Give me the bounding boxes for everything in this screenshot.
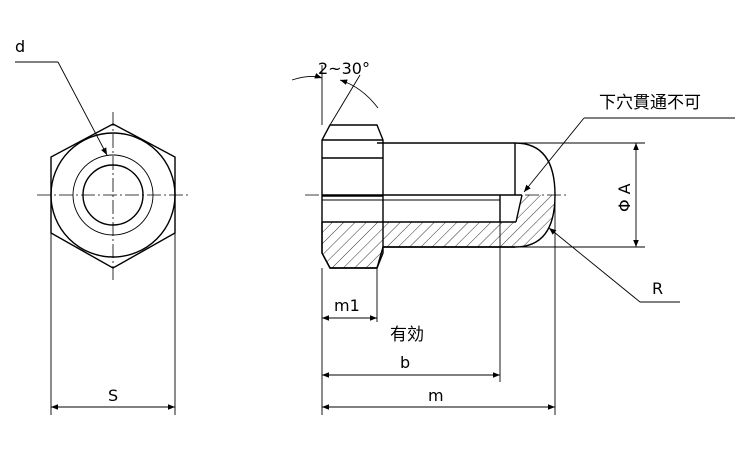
effective-label: 有効 [390, 325, 424, 345]
r-label: R [652, 279, 663, 298]
r-leader: R [548, 227, 680, 303]
phi-a-label: Φ A [615, 183, 634, 212]
angle-annotation: 2~30° [291, 59, 379, 126]
angle-label: 2~30° [318, 59, 370, 78]
b-label: b [400, 353, 410, 372]
front-view [37, 112, 189, 280]
no-through-note: 下穴貫通不可 [523, 93, 735, 193]
section-hatch [322, 195, 555, 268]
d-leader: d [15, 37, 108, 156]
d-label: d [15, 37, 25, 56]
b-dimension: 有効 b [322, 222, 501, 382]
m-label: m [428, 386, 444, 405]
phi-a-dimension: Φ A [515, 142, 645, 248]
s-label: S [108, 386, 118, 405]
m1-label: m1 [334, 296, 360, 315]
s-dimension: S [50, 233, 176, 415]
drill-point [515, 194, 523, 223]
no-through-label: 下穴貫通不可 [599, 93, 701, 113]
m-dimension: m [322, 195, 556, 415]
side-view [305, 124, 568, 269]
m1-dimension: m1 [321, 268, 378, 415]
